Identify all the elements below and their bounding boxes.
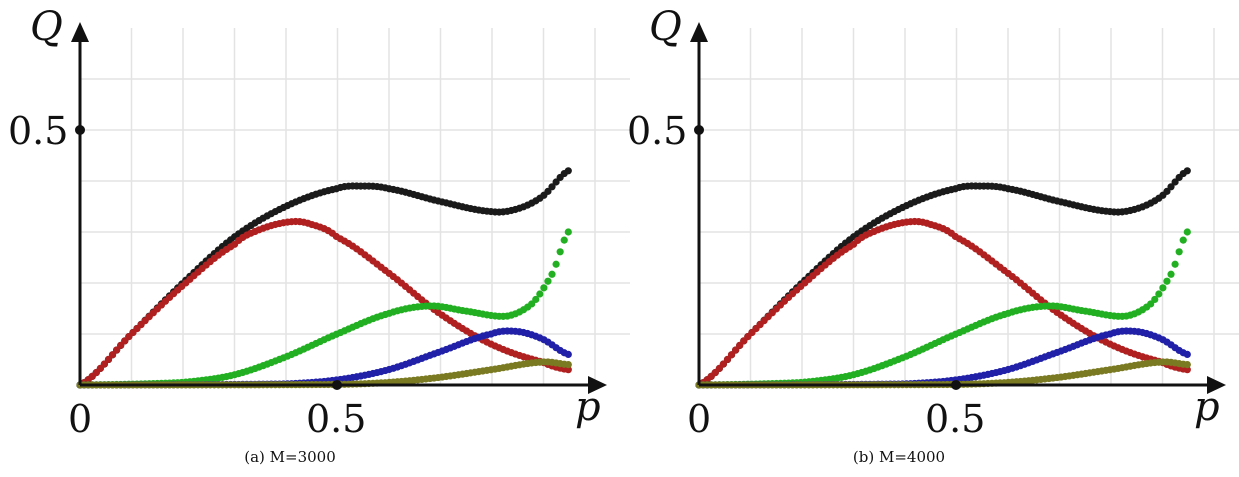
series-point (723, 355, 732, 363)
x-axis-arrow (1207, 376, 1226, 394)
series-1 (695, 217, 1191, 389)
y-tick-mark (75, 125, 85, 135)
y-tick-mark (694, 125, 704, 135)
series-point (564, 361, 572, 369)
series-2 (76, 228, 572, 389)
series-point (552, 260, 560, 268)
series-point (532, 295, 540, 304)
x-tick-label: 0.5 (925, 397, 985, 441)
series-point (1151, 295, 1159, 304)
chart-caption-b: (b) M=4000 (852, 448, 946, 466)
chart-plot-a: 0.5 0 0.5 Qp (8, 4, 630, 441)
series-point (540, 284, 548, 292)
chart-caption-a: (a) M=3000 (244, 448, 336, 466)
series-point (564, 366, 572, 374)
x-axis-label: p (575, 384, 601, 430)
grid (699, 28, 1239, 385)
series-point (548, 183, 556, 191)
series-point (556, 248, 564, 256)
series-0 (76, 167, 572, 389)
y-axis-arrow (690, 22, 708, 42)
y-axis-arrow (71, 22, 89, 42)
series-point (1179, 236, 1187, 244)
x-tick-label: 0.5 (306, 397, 366, 441)
series-0 (695, 167, 1191, 389)
series-point (536, 290, 544, 298)
series-point (564, 228, 572, 236)
series-point (1159, 284, 1167, 292)
y-axis-label: Q (30, 4, 63, 50)
series-point (1167, 270, 1175, 278)
series-point (1175, 248, 1183, 256)
y-tick-label: 0.5 (627, 109, 687, 153)
series-2 (695, 228, 1191, 389)
series-point (564, 167, 572, 175)
series-point (1183, 228, 1191, 236)
series-point (1163, 277, 1171, 285)
series-point (1183, 350, 1191, 358)
x-axis-label: p (1194, 384, 1220, 430)
x-tick-mark (332, 380, 342, 390)
series-point (727, 351, 736, 359)
series-point (560, 236, 568, 244)
series-point (113, 346, 121, 354)
x-tick-label: 0 (68, 397, 92, 441)
series-point (1167, 183, 1175, 191)
series-point (1171, 260, 1179, 268)
series-point (1183, 361, 1191, 369)
series-1 (76, 217, 572, 389)
series-point (1183, 366, 1191, 374)
x-tick-mark (951, 380, 961, 390)
y-axis-label: Q (649, 4, 682, 50)
series-point (544, 277, 552, 285)
series-point (104, 355, 113, 363)
series-point (564, 350, 572, 358)
series-point (732, 346, 740, 354)
series-point (108, 351, 117, 359)
grid (80, 28, 630, 385)
y-tick-label: 0.5 (8, 109, 68, 153)
x-tick-label: 0 (687, 397, 711, 441)
x-axis-arrow (588, 376, 607, 394)
series-point (1155, 290, 1163, 298)
chart-plot-b: 0.5 0 0.5 Qp (627, 4, 1239, 441)
series-point (1183, 167, 1191, 175)
series-point (548, 270, 556, 278)
